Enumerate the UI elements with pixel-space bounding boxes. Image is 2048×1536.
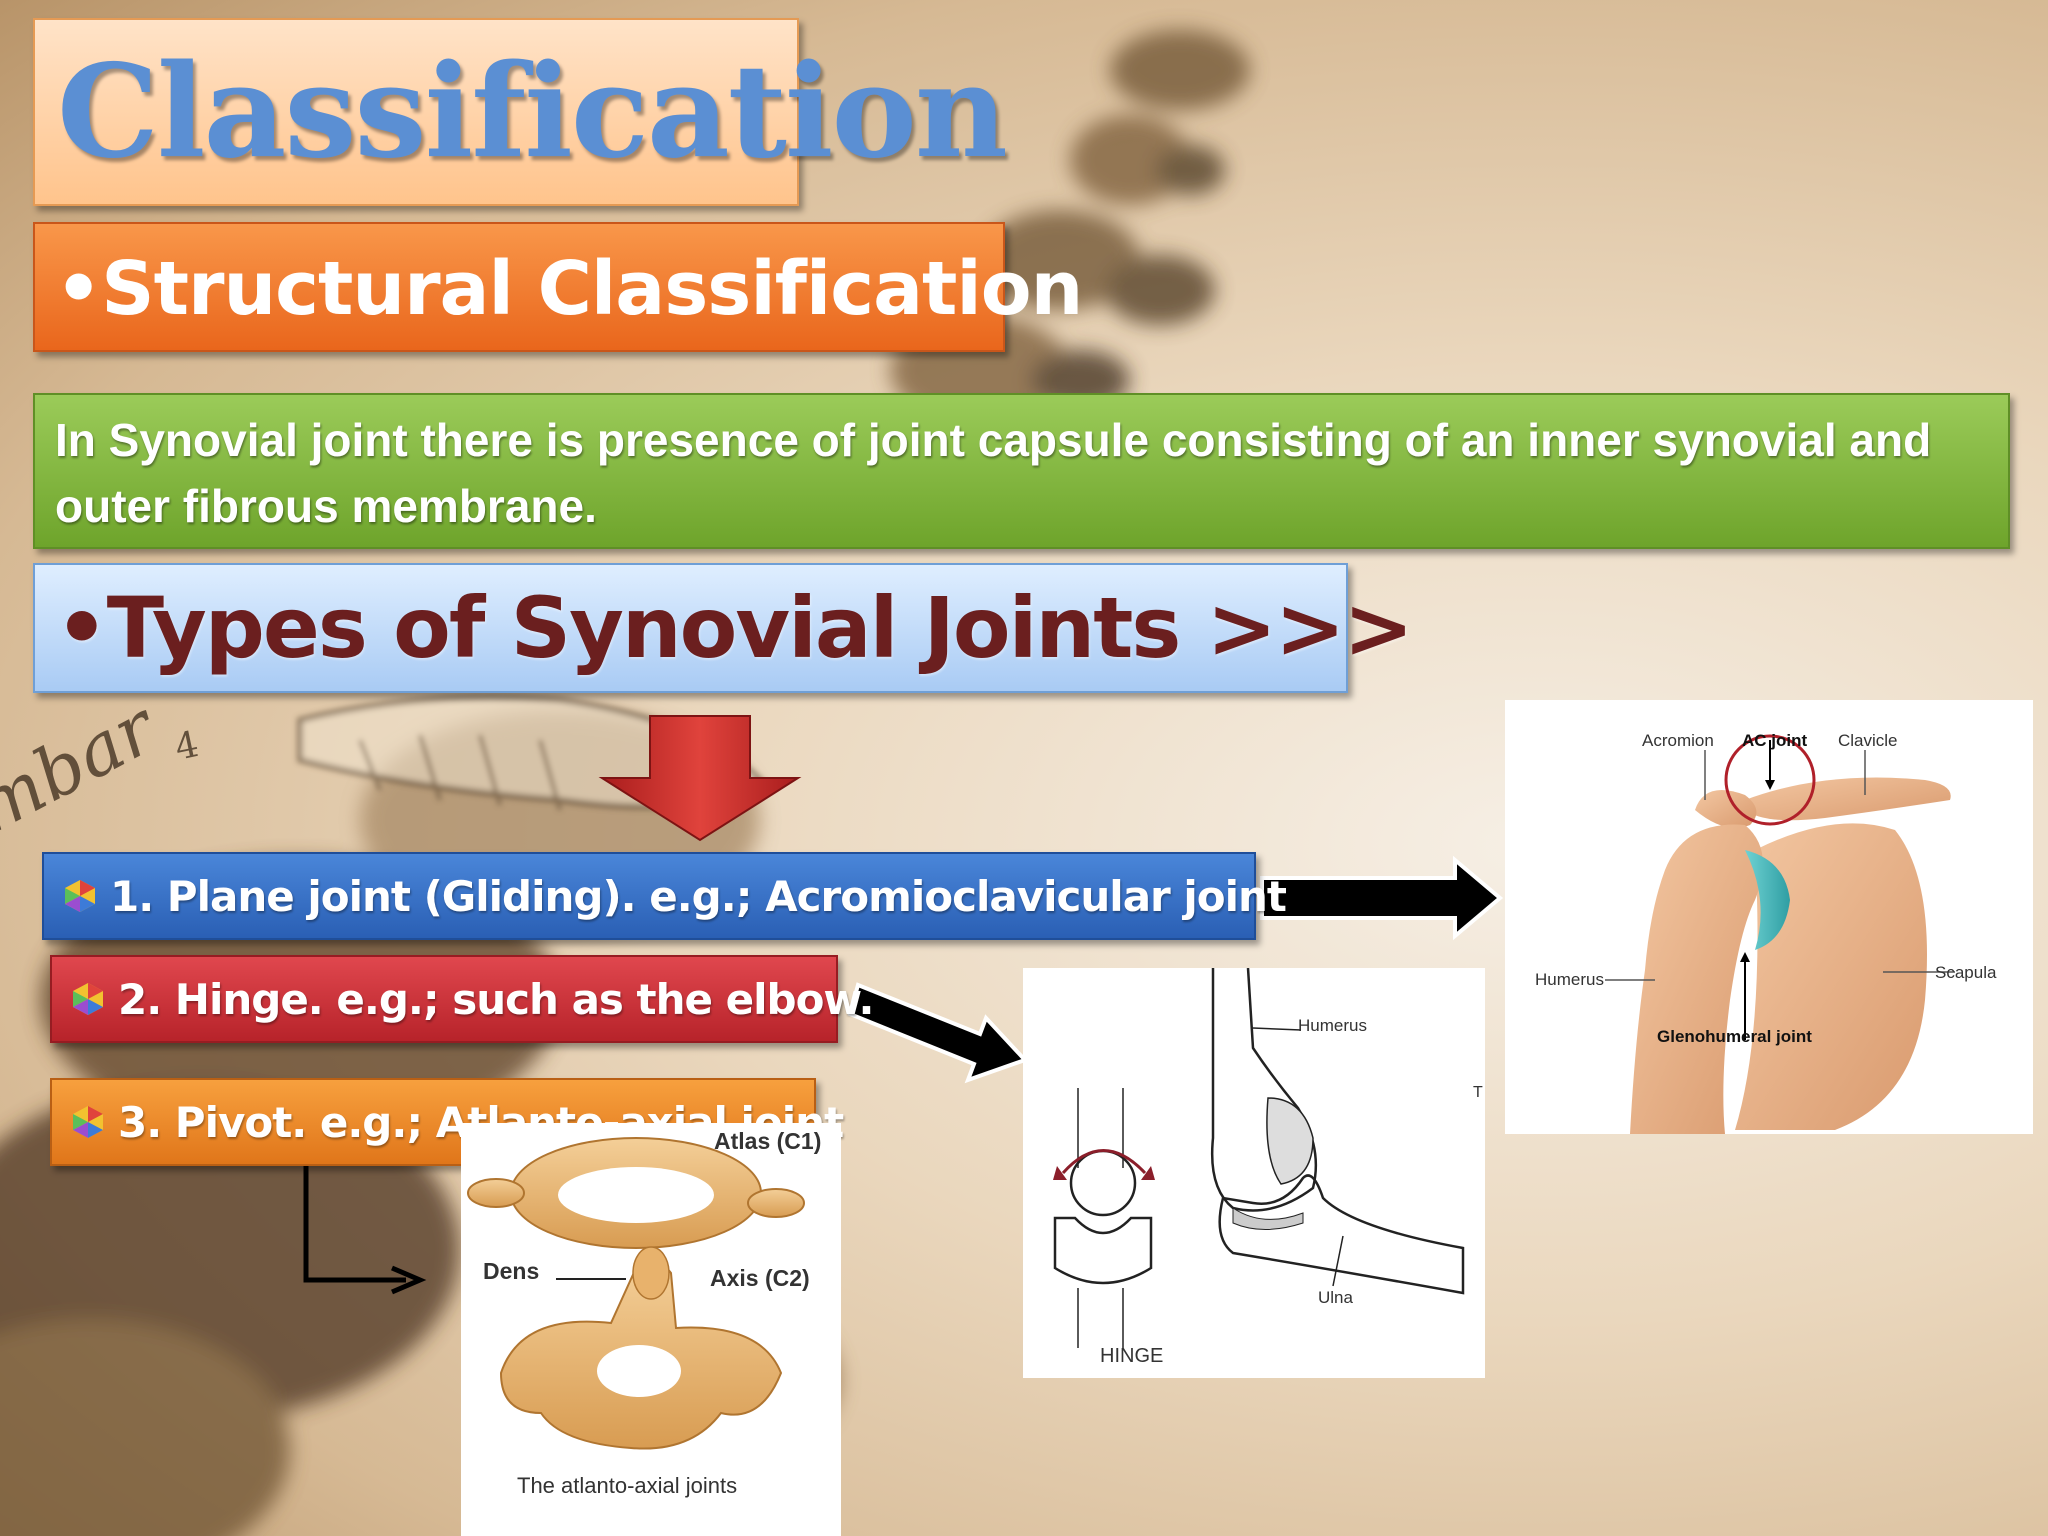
background-lumbar-text: mbar <box>0 684 172 850</box>
elbow-ulna-outline <box>1218 1174 1465 1295</box>
types-heading-box: •Types of Synovial Joints >>> <box>33 563 1414 693</box>
clavicle-label: Clavicle <box>1838 731 1898 750</box>
clavicle-shape <box>1745 777 1951 821</box>
ac-joint-circle <box>1724 734 1816 826</box>
hinge-label: HINGE <box>1100 1345 1163 1367</box>
hinge-edge-mark: T <box>1473 1084 1483 1101</box>
background-number-text: 4 <box>171 724 202 769</box>
bullet-gem-icon <box>73 983 103 1015</box>
elbow-humerus-label: Humerus <box>1298 1016 1367 1035</box>
bullet-gem-icon <box>65 880 95 912</box>
acromion-shape <box>1695 790 1757 828</box>
structural-classification-box: •Structural Classification <box>33 222 1083 352</box>
synovial-description-text: In Synovial joint there is presence of j… <box>55 414 1932 532</box>
elbow-humerus-outline <box>1211 968 1318 1212</box>
humerus-shape <box>1630 824 1763 1134</box>
hinge-elbow-figure: Humerus Ulna HINGE T <box>1023 968 1485 1378</box>
axis-label: Axis (C2) <box>710 1265 810 1291</box>
shoulder-joint-figure: Acromion AC joint Clavicle Humerus Scapu… <box>1505 700 2033 1134</box>
humerus-label: Humerus <box>1535 970 1604 989</box>
plane-joint-label: 1. Plane joint (Gliding). e.g.; Acromioc… <box>110 871 1287 921</box>
axis-vertebra-shape <box>499 1246 783 1450</box>
types-heading: •Types of Synovial Joints >>> <box>55 579 1414 677</box>
structural-classification-heading: •Structural Classification <box>55 246 1083 332</box>
hinge-joint-label: 2. Hinge. e.g.; such as the elbow. <box>118 974 874 1024</box>
list-item-hinge-joint: 2. Hinge. e.g.; such as the elbow. <box>50 955 874 1043</box>
elbow-ulna-label: Ulna <box>1318 1288 1354 1307</box>
bullet-gem-icon <box>73 1106 103 1138</box>
atlanto-axial-caption: The atlanto-axial joints <box>517 1473 737 1498</box>
dens-label: Dens <box>483 1258 539 1284</box>
list-item-plane-joint: 1. Plane joint (Gliding). e.g.; Acromioc… <box>42 852 1287 940</box>
ac-joint-label: AC joint <box>1742 731 1807 750</box>
title-box: Classification <box>33 18 1008 206</box>
acromion-label: Acromion <box>1642 731 1714 750</box>
synovial-description-box: In Synovial joint there is presence of j… <box>33 393 2010 549</box>
glenohumeral-cartilage-shape <box>1745 850 1790 950</box>
atlas-label: Atlas (C1) <box>714 1128 821 1154</box>
atlas-vertebra-shape <box>467 1137 805 1249</box>
atlanto-axial-figure: Atlas (C1) Dens Axis (C2) The atlanto-ax… <box>461 1123 841 1536</box>
slide-title: Classification <box>57 37 1008 187</box>
glenohumeral-label: Glenohumeral joint <box>1657 1027 1812 1046</box>
scapula-label: Scapula <box>1935 963 1997 982</box>
